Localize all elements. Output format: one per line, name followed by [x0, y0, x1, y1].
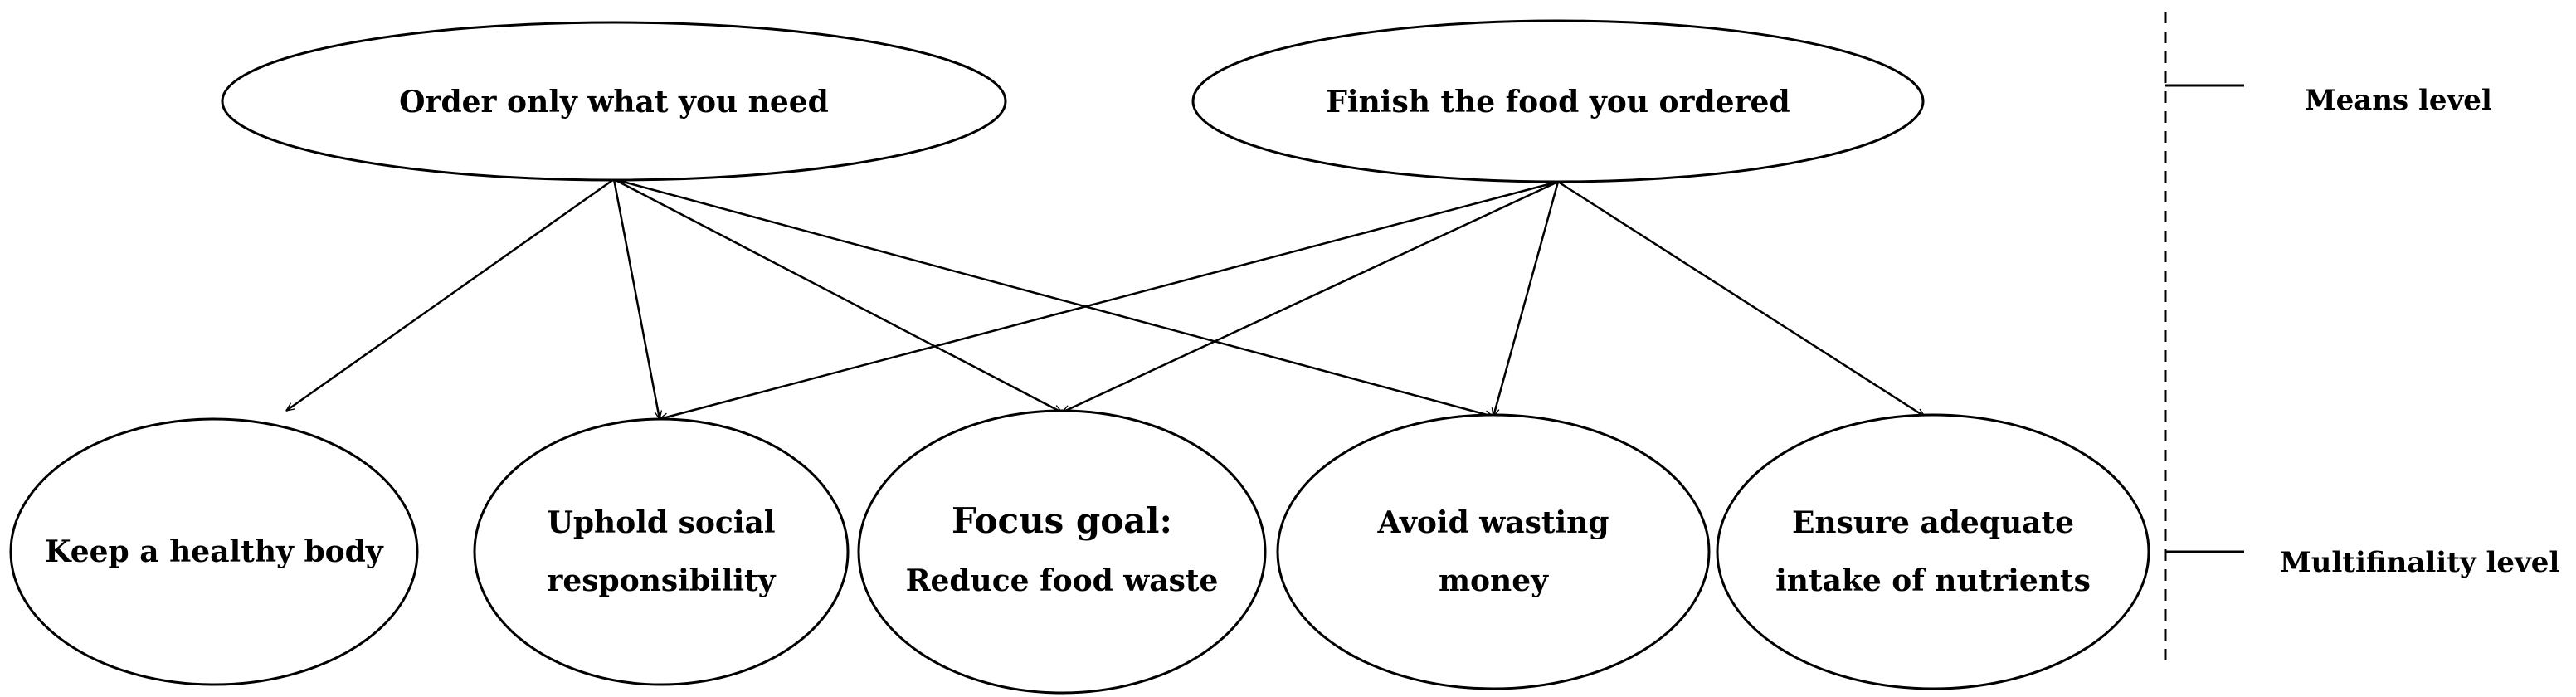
arrow-order-to-social	[612, 178, 660, 419]
nodes-group: Order only what you need Finish the food …	[9, 19, 2150, 695]
node-label-focus-1: Reduce food waste	[906, 563, 1219, 598]
node-order	[221, 21, 1007, 182]
node-label-healthy-0: Keep a healthy body	[45, 534, 384, 569]
edges-group	[286, 178, 1925, 419]
node-label-nutrients-0: Ensure adequate	[1792, 505, 2074, 540]
node-label-money-1: money	[1439, 563, 1549, 598]
node-label-order: Order only what you need	[399, 85, 829, 119]
node-focus	[857, 409, 1267, 695]
node-social	[473, 417, 850, 686]
multifinality-level-label: Multifinality level	[2280, 546, 2559, 579]
node-label-nutrients-1: intake of nutrients	[1775, 563, 2091, 598]
node-label-money-0: Avoid wasting	[1376, 505, 1609, 540]
arrow-order-to-money	[613, 178, 1493, 417]
node-nutrients	[1716, 413, 2150, 690]
node-label-focus-0: Focus goal:	[952, 500, 1172, 541]
arrow-order-to-focus	[613, 178, 1062, 414]
arrow-order-to-healthy	[286, 178, 615, 412]
node-label-social-0: Uphold social	[547, 505, 775, 540]
node-finish	[1191, 19, 1925, 183]
arrow-finish-to-money	[1493, 181, 1560, 417]
arrow-finish-to-nutrients	[1557, 180, 1925, 418]
node-money	[1276, 413, 1711, 690]
arrow-finish-to-focus	[1062, 180, 1559, 414]
node-label-social-1: responsibility	[547, 563, 776, 598]
node-healthy	[9, 417, 419, 686]
arrow-finish-to-social	[660, 180, 1559, 419]
node-label-finish: Finish the food you ordered	[1326, 85, 1790, 119]
means-level-label: Means level	[2305, 84, 2492, 117]
